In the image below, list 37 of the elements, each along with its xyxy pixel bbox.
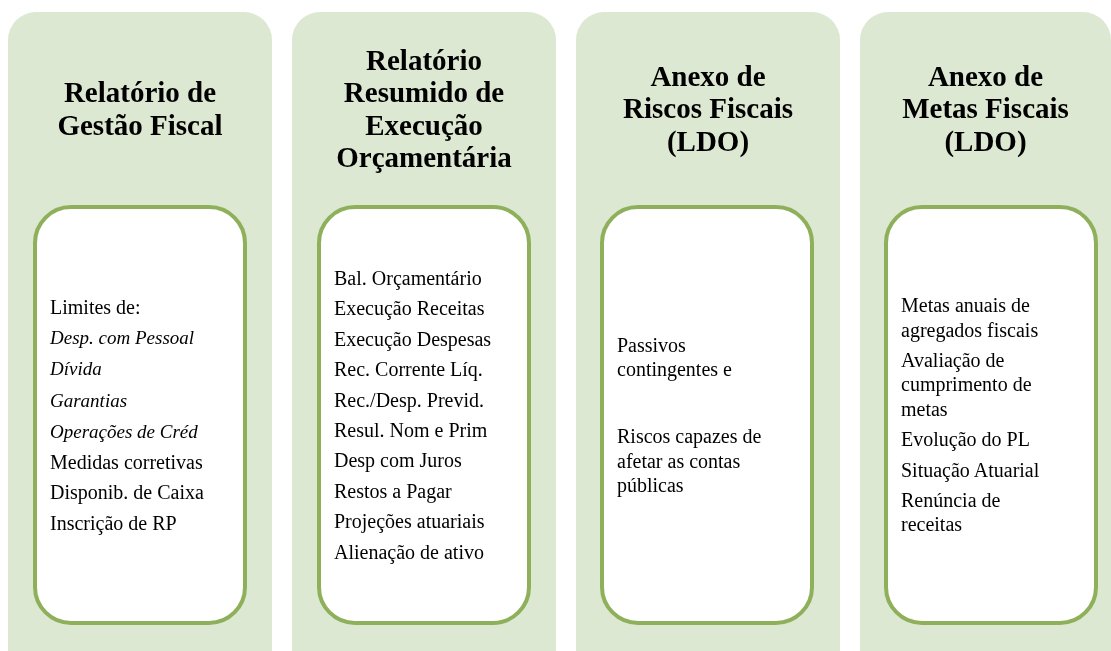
list-item: Rec./Desp. Previd. bbox=[334, 387, 485, 412]
list-item: Inscrição de RP bbox=[50, 510, 178, 536]
list-item: Execução Despesas bbox=[334, 326, 493, 352]
list-item: Disponib. de Caixa bbox=[50, 480, 205, 505]
list-item: Resul. Nom e Prim bbox=[334, 418, 489, 443]
panel-heading: Anexo de Riscos Fiscais (LDO) bbox=[622, 59, 794, 158]
category-panel bbox=[860, 12, 1111, 651]
list-item: Projeções atuariais bbox=[334, 509, 486, 534]
list-item: Passivos contingentes e bbox=[617, 332, 733, 382]
list-item: Desp com Juros bbox=[334, 448, 463, 473]
category-panel bbox=[292, 12, 556, 651]
list-item: Operações de Créd bbox=[50, 419, 199, 443]
list-item: Avaliação de cumprimento de metas bbox=[901, 348, 1033, 422]
list-item: Execução Receitas bbox=[334, 296, 486, 321]
list-item: Medidas corretivas bbox=[50, 449, 204, 475]
list-item: Restos a Pagar bbox=[334, 478, 453, 504]
list-item: Riscos capazes de afetar as contas públicas bbox=[617, 424, 763, 498]
list-item: Garantias bbox=[50, 388, 129, 412]
list-item: Bal. Orçamentário bbox=[334, 266, 483, 291]
panel-heading: Anexo de Metas Fiscais (LDO) bbox=[901, 59, 1070, 158]
list-item: Evolução do PL bbox=[901, 427, 1031, 452]
list-item: Alienação de ativo bbox=[334, 539, 485, 564]
content-box bbox=[317, 205, 531, 625]
category-panel bbox=[576, 12, 840, 651]
list-item: Metas anuais de agregados fiscais bbox=[901, 293, 1040, 342]
list-item: Renúncia de receitas bbox=[901, 487, 1002, 537]
content-box bbox=[33, 205, 247, 625]
category-panel bbox=[8, 12, 272, 651]
content-box bbox=[884, 205, 1098, 625]
panel-heading: Relatório Resumido de Execução Orçamentária bbox=[335, 43, 513, 174]
list-item: Dívida bbox=[50, 357, 103, 381]
content-box bbox=[600, 205, 814, 625]
list-item: Rec. Corrente Líq. bbox=[334, 357, 484, 382]
list-item: Desp. com Pessoal bbox=[50, 326, 196, 350]
panel-heading: Relatório de Gestão Fiscal bbox=[56, 76, 224, 141]
list-item: Situação Atuarial bbox=[901, 457, 1041, 482]
list-item: Limites de: bbox=[50, 294, 142, 320]
